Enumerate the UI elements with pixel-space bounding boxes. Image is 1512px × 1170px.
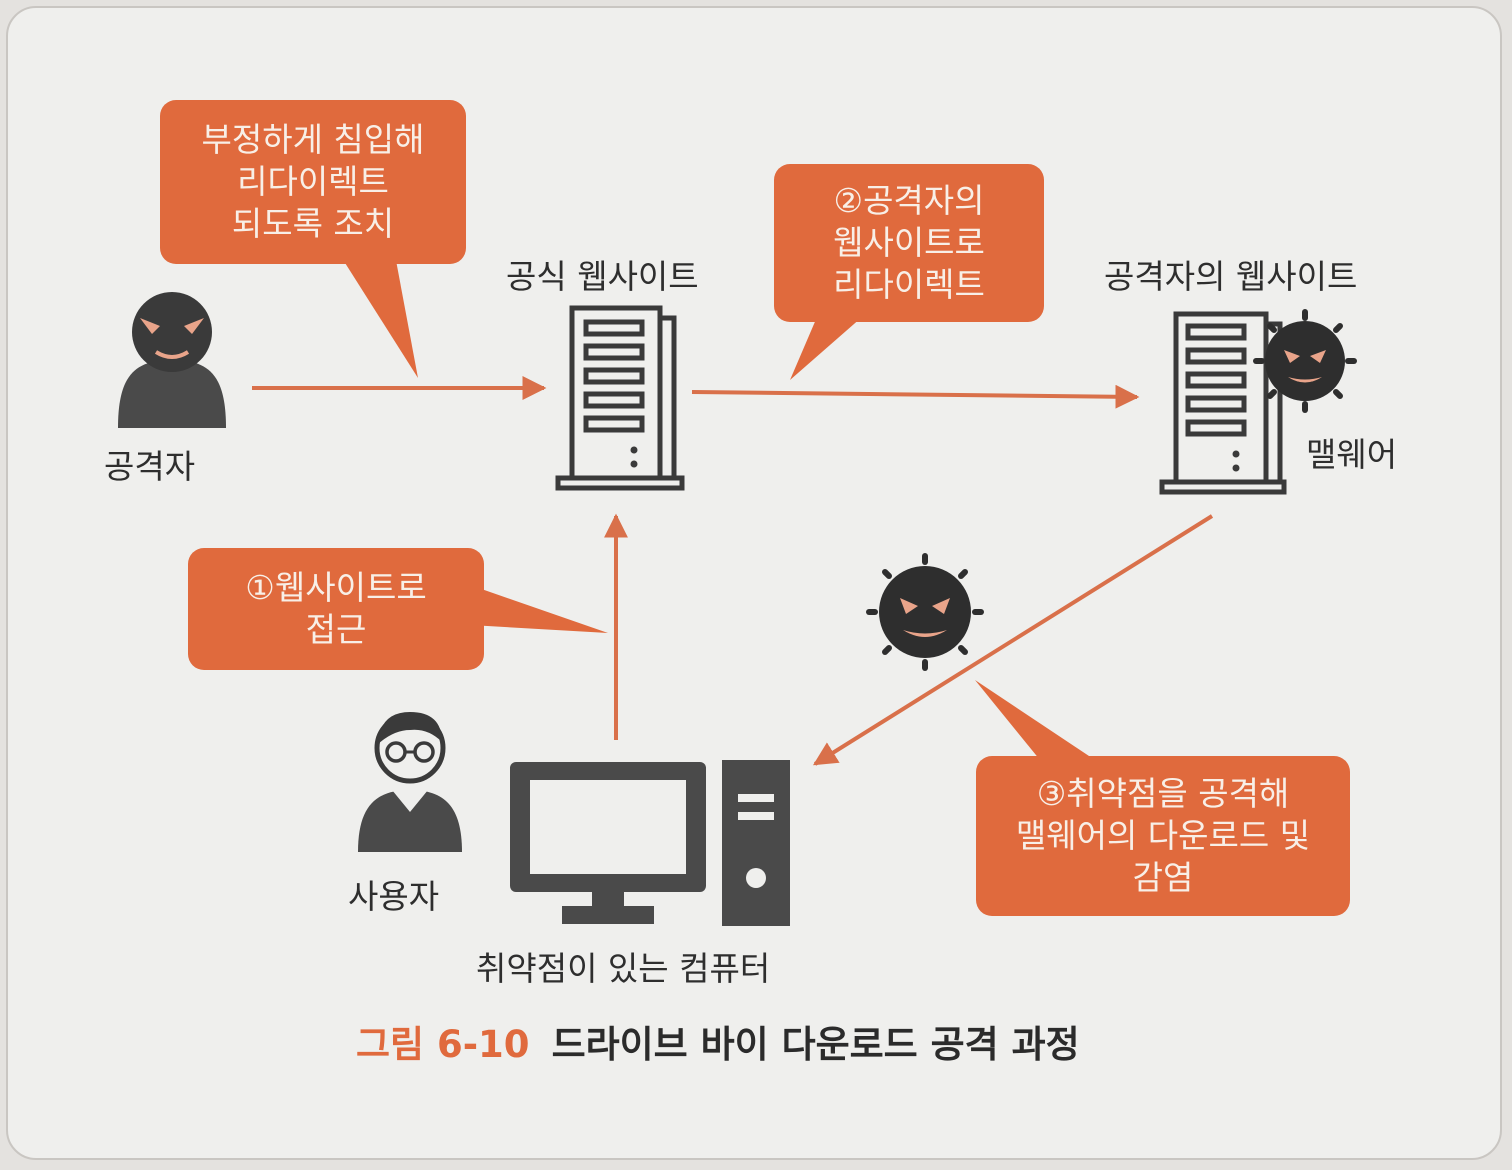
label-attacker: 공격자 — [104, 447, 196, 486]
person-with-glasses-icon — [358, 712, 462, 852]
masked-person-icon — [118, 292, 226, 428]
bubble-tail-step1 — [470, 585, 608, 633]
bubble-tail-step3 — [975, 680, 1095, 760]
virus-icon — [1253, 309, 1357, 413]
desktop-computer-icon — [510, 760, 790, 926]
label-official-site: 공식 웹사이트 — [506, 257, 699, 296]
server-icon — [555, 305, 685, 491]
figure-caption: 그림 6-10 드라이브 바이 다운로드 공격 과정 — [356, 1014, 1080, 1068]
bubble-tail-attacker-note — [340, 255, 418, 378]
virus-icon — [866, 553, 984, 671]
bubble-step2: ②공격자의 웹사이트로 리다이렉트 — [774, 164, 1044, 322]
bubble-tail-step2 — [790, 310, 870, 380]
figure-number: 그림 6-10 — [356, 1023, 530, 1066]
server-icon — [1159, 311, 1287, 495]
arrow-malware-to-computer — [812, 514, 1214, 766]
label-attacker-site: 공격자의 웹사이트 — [1104, 257, 1358, 296]
label-user: 사용자 — [348, 877, 440, 916]
arrow-official-to-attacker-site — [691, 384, 1140, 409]
bubble-step3: ③취약점을 공격해 맬웨어의 다운로드 및 감염 — [976, 756, 1350, 916]
bubble-attacker-note: 부정하게 침입해 리다이렉트 되도록 조치 — [160, 100, 466, 264]
bubble-step1: ①웹사이트로 접근 — [188, 548, 484, 670]
figure-title: 드라이브 바이 다운로드 공격 과정 — [551, 1023, 1080, 1066]
label-vulnerable-pc: 취약점이 있는 컴퓨터 — [476, 949, 771, 988]
label-malware: 맬웨어 — [1306, 435, 1398, 474]
